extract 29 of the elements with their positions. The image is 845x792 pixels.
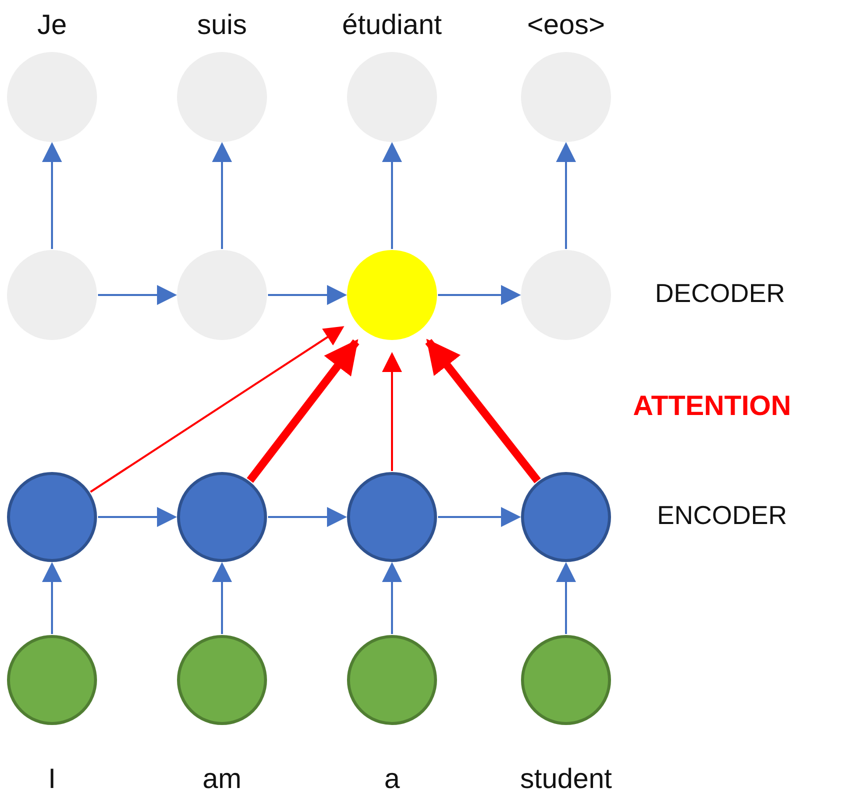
arrow (382, 142, 402, 249)
arrow (212, 562, 232, 634)
arrow (556, 142, 576, 249)
attention-arrow (246, 339, 360, 483)
arrow (438, 507, 521, 527)
arrow (212, 142, 232, 249)
attention-label: ATTENTION (633, 390, 792, 422)
input-word: student (520, 763, 612, 792)
input-word: I (48, 763, 56, 792)
output-word: Je (37, 9, 67, 41)
attention-arrow (90, 326, 344, 493)
attention-arrow (382, 352, 402, 471)
output-word: étudiant (342, 9, 442, 41)
arrow (438, 285, 521, 305)
decoder-label: DECODER (655, 278, 786, 309)
output-word: <eos> (527, 9, 605, 41)
arrow (98, 507, 177, 527)
input-word: am (202, 763, 242, 792)
input-word: a (384, 763, 400, 792)
arrow (42, 562, 62, 634)
encoder-label: ENCODER (657, 500, 788, 531)
arrow (42, 142, 62, 249)
arrow (98, 285, 177, 305)
arrow (268, 507, 347, 527)
attention-arrow (425, 338, 541, 484)
arrow (382, 562, 402, 634)
arrow (268, 285, 347, 305)
arrow (556, 562, 576, 634)
output-word: suis (197, 9, 247, 41)
